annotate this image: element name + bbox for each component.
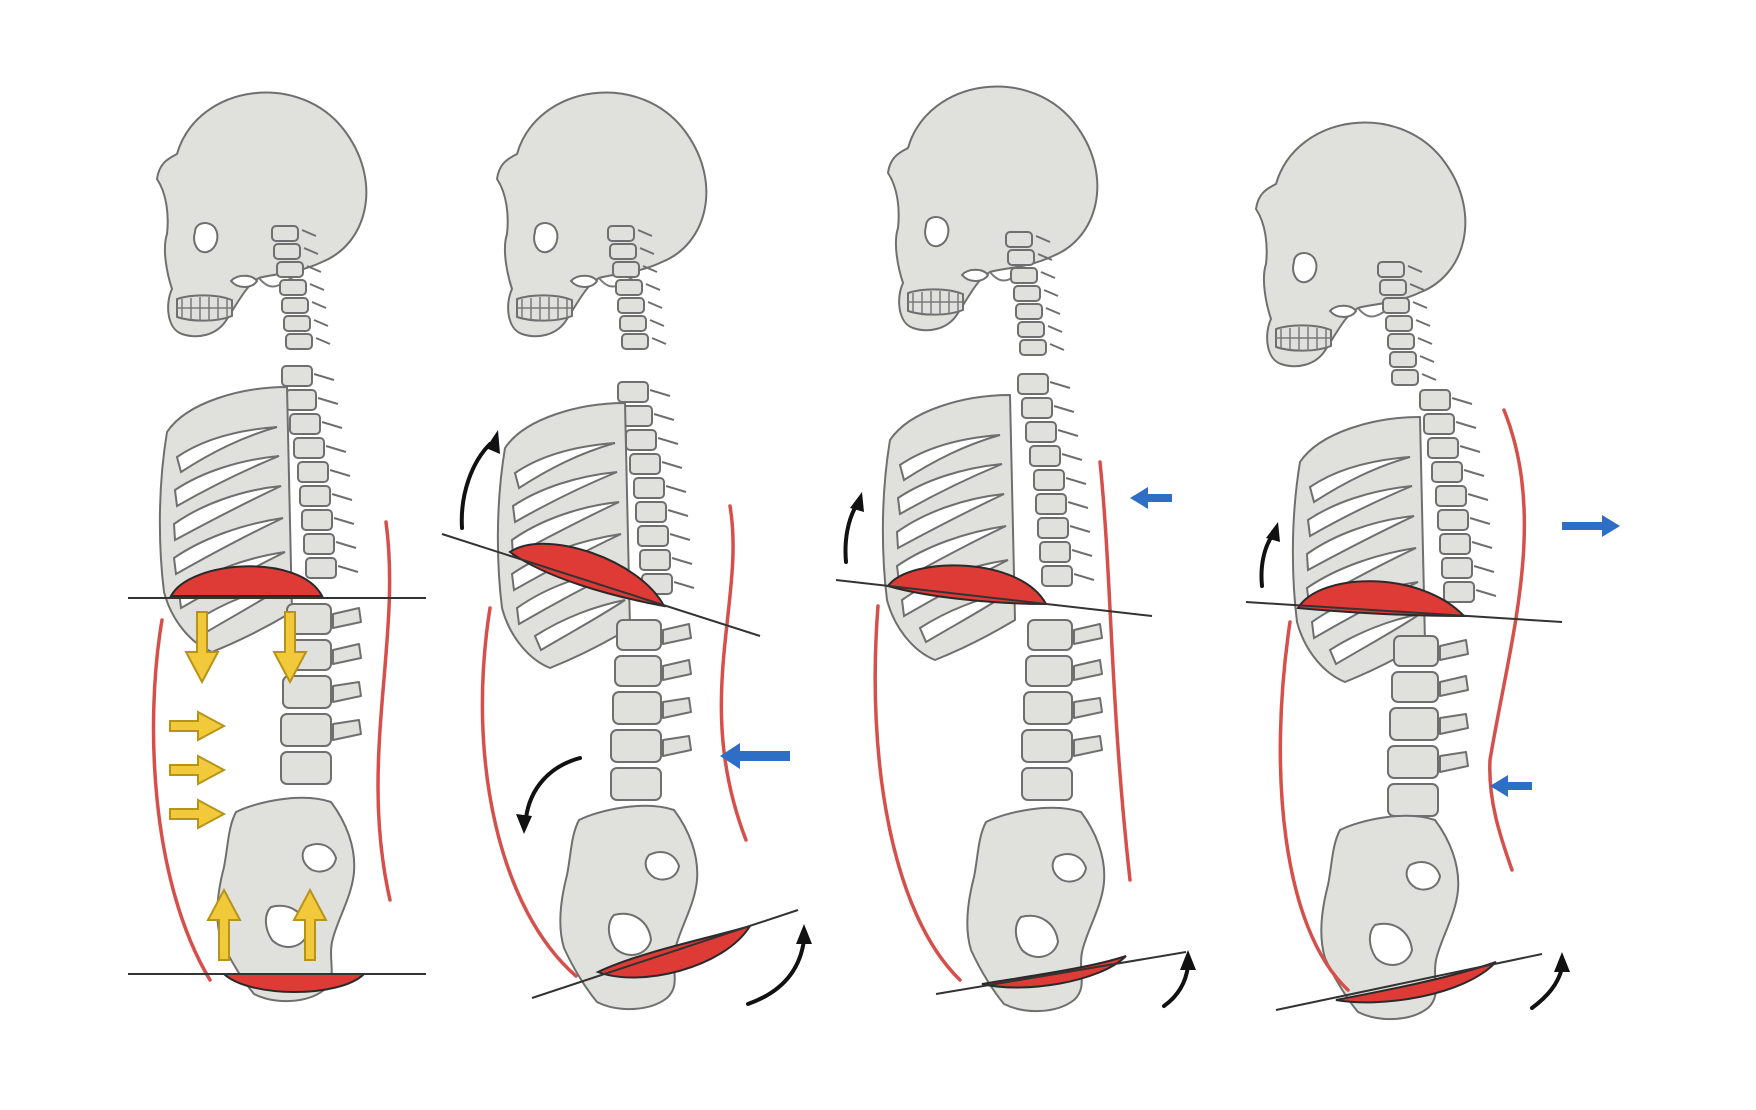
black-rotation-arrow-icon [1259,534,1274,588]
panel-3 [835,85,1196,1013]
back-muscle-line [719,504,748,842]
skeleton-side-view-icon [881,85,1106,1013]
panel-2 [441,91,812,1011]
skeleton-side-view-icon [1255,121,1497,1021]
black-rotation-arrow-icon [843,504,858,564]
diaphragm-plane-line [835,579,1153,617]
back-muscle-line [376,520,392,902]
pelvic-plane-line [935,951,1187,995]
blue-force-arrow-icon [720,743,790,769]
skeleton-side-view-icon [156,91,368,1003]
abdominal-wall-line [1278,620,1350,992]
back-muscle-line [1098,460,1132,882]
abdominal-wall-line [151,618,212,982]
black-rotation-arrow-icon [1162,964,1190,1008]
black-rotation-arrow-icon [746,938,806,1006]
abdominal-wall-line [873,604,962,982]
back-muscle-line [1488,408,1527,872]
diaphragm-plane-line [1245,601,1563,623]
blue-force-arrow-icon [1130,487,1172,509]
pelvic-floor-muscle-icon [221,973,367,993]
pelvic-plane-line [1275,953,1543,1011]
black-rotation-arrow-icon [1530,966,1564,1010]
diaphragm-plane-line [441,533,761,637]
black-rotation-arrow-icon [459,442,492,530]
black-rotation-arrow-icon [524,756,582,820]
pelvic-floor-muscle-icon [1335,961,1497,1004]
diaphragm-muscle-icon [169,565,324,597]
abdominal-wall-line [480,606,578,978]
panel-4 [1245,121,1620,1021]
pelvic-plane-line [531,909,799,999]
panel-1 [128,91,426,1003]
